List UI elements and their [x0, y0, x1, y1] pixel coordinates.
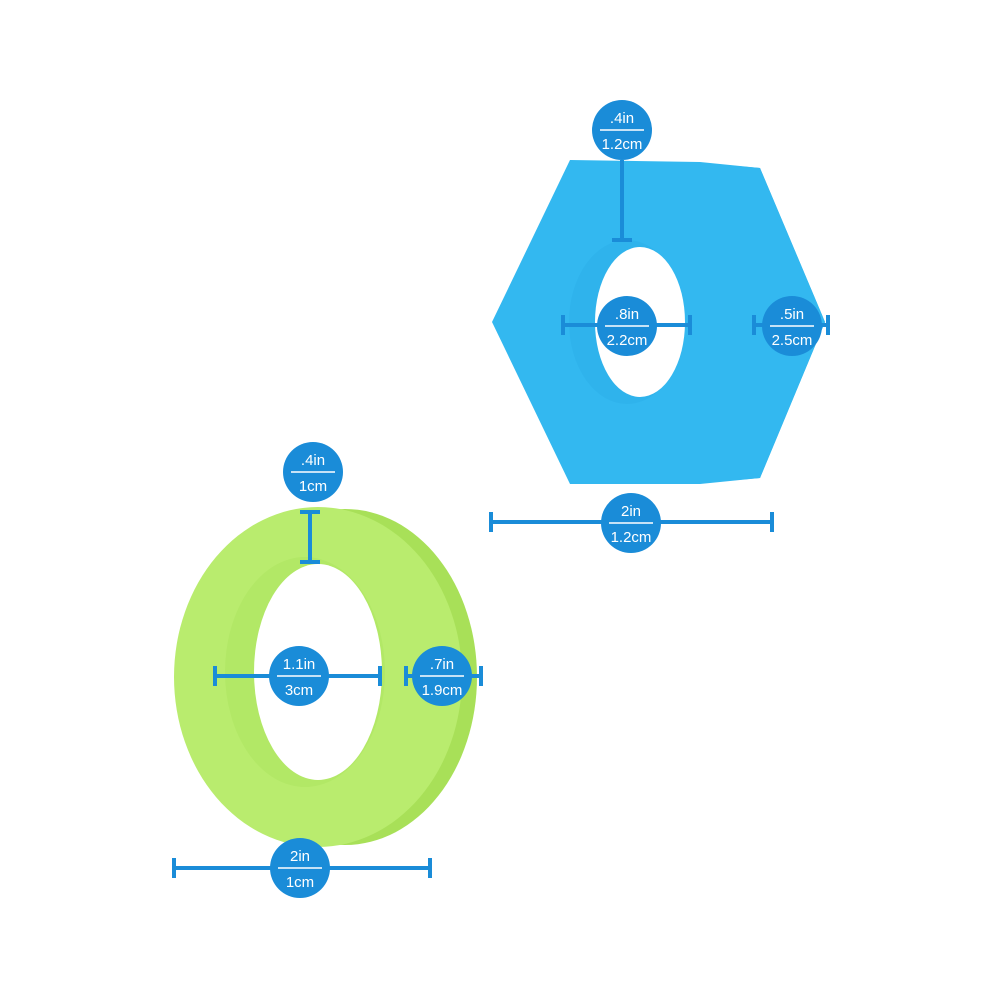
hex-wall-thickness-imperial: .4in — [610, 110, 634, 127]
hex-wall-thickness-metric: 1.2cm — [602, 136, 643, 153]
round-wall-thickness-badge: .4in 1cm — [283, 442, 343, 502]
round-outer-width-badge: 2in 1cm — [270, 838, 330, 898]
round-height-badge: .7in 1.9cm — [412, 646, 472, 706]
hex-outer-width-badge: 2in 1.2cm — [601, 493, 661, 553]
round-wall-thickness-metric: 1cm — [299, 478, 327, 495]
round-height-imperial: .7in — [430, 656, 454, 673]
round-outer-width-imperial: 2in — [290, 848, 310, 865]
hex-height-metric: 2.5cm — [772, 332, 813, 349]
hex-inner-diameter-badge: .8in 2.2cm — [597, 296, 657, 356]
hex-outer-width-metric: 1.2cm — [611, 529, 652, 546]
hex-wall-thickness-badge: .4in 1.2cm — [592, 100, 652, 160]
hex-outer-width-imperial: 2in — [621, 503, 641, 520]
hex-inner-diameter-metric: 2.2cm — [607, 332, 648, 349]
round-inner-diameter-metric: 3cm — [285, 682, 313, 699]
round-inner-diameter-badge: 1.1in 3cm — [269, 646, 329, 706]
round-wall-thickness-line — [300, 510, 320, 564]
round-height-metric: 1.9cm — [422, 682, 463, 699]
hex-ring — [492, 160, 825, 484]
hex-height-imperial: .5in — [780, 306, 804, 323]
round-outer-width-metric: 1cm — [286, 874, 314, 891]
round-inner-diameter-imperial: 1.1in — [283, 656, 316, 673]
round-wall-thickness-imperial: .4in — [301, 452, 325, 469]
hex-wall-thickness-line — [612, 160, 632, 242]
hex-inner-diameter-imperial: .8in — [615, 306, 639, 323]
hex-height-badge: .5in 2.5cm — [762, 296, 822, 356]
